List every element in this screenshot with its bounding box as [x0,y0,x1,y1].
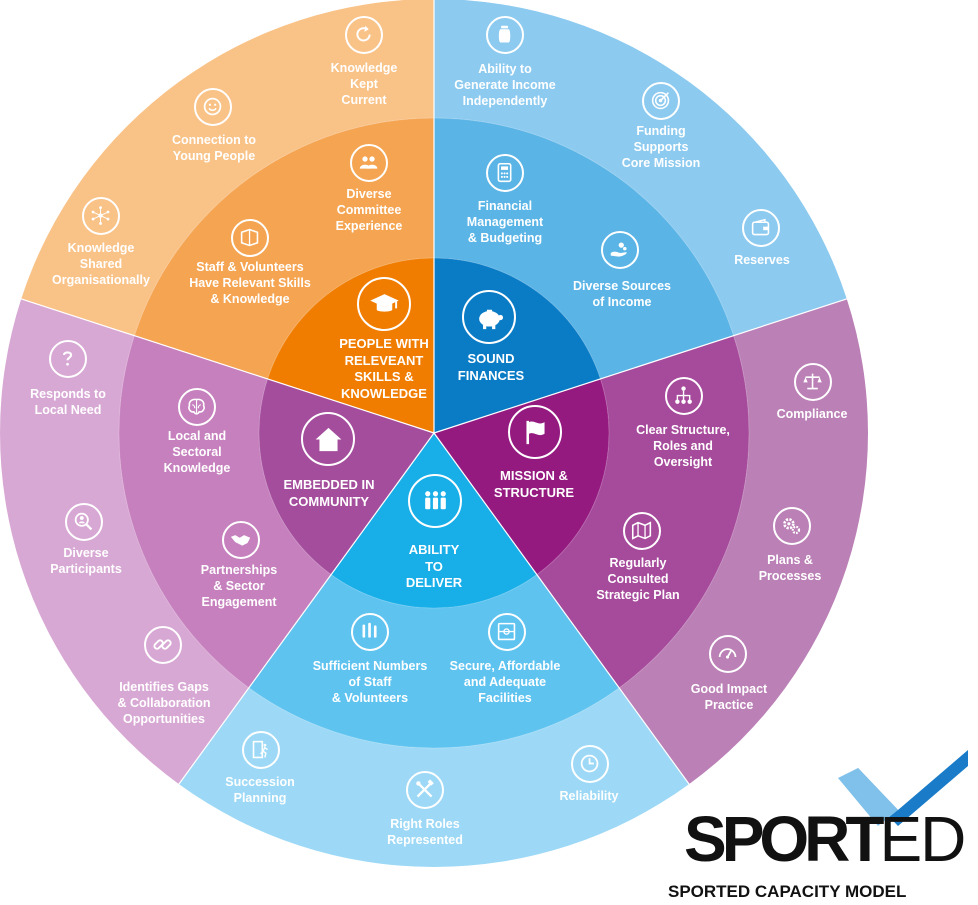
org-chart-icon [665,377,703,415]
logo-text-end: ED [879,803,966,875]
segment-people-outer [434,0,847,336]
divider-line-3 [177,432,435,787]
segment-community-middle [134,118,435,379]
outer-label-0: Knowledge Kept Current [330,61,398,107]
middle-label-6: Sufficient Numbers of Staff & Volunteers [312,659,428,705]
segment-finances-middle [536,335,749,688]
outer-label-14: Responds to Local Need [30,387,106,417]
core-label-community: EMBEDDED IN COMMUNITY [283,477,375,509]
handshake-icon [222,521,260,559]
segment-deliver-outer [0,298,249,785]
middle-label-4: Clear Structure, Roles and Oversight [636,423,730,469]
middle-label-0: Diverse Committee Experience [335,187,403,233]
outer-label-10: Right Roles Represented [387,817,463,847]
smiley-icon [194,88,232,126]
door-exit-icon [242,731,280,769]
outer-label-12: Identifies Gaps & Collaboration Opportun… [117,680,211,726]
refresh-icon [345,16,383,54]
core-label-deliver: ABILITY TO DELIVER [405,542,463,590]
outer-label-9: Reliability [559,789,619,803]
outer-label-1: Connection to Young People [171,133,256,163]
group-icon [408,474,462,528]
scales-icon [794,363,832,401]
outer-label-11: Succession Planning [225,775,295,805]
core-label-mission: MISSION & STRUCTURE [493,468,575,500]
middle-label-3: Diverse Sources of Income [573,279,671,309]
calculator-icon [486,154,524,192]
outer-label-13: Diverse Participants [50,546,122,576]
middle-label-2: Financial Management & Budgeting [466,199,544,245]
middle-label-5: Regularly Consulted Strategic Plan [596,556,680,602]
middle-label-1: Staff & Volunteers Have Relevant Skills … [189,260,311,306]
gauge-icon [709,635,747,673]
middle-label-8: Local and Sectoral Knowledge [163,429,231,475]
check-mark-icon [838,750,968,826]
divider-line-4 [19,297,435,434]
gears-icon [773,507,811,545]
core-label-finances: SOUND FINANCES [457,351,525,383]
ring-edge-1 [118,117,750,749]
jar-icon [486,16,524,54]
segment-deliver-middle [119,335,332,688]
outer-label-3: Ability to Generate Income Independently [454,62,556,108]
clock-icon [571,745,609,783]
outer-label-6: Compliance [776,407,848,421]
sported-logo: SPORTED SPORTED CAPACITY MODEL [668,748,968,901]
logo-wordmark: SPORTED [684,803,966,875]
hands-up-icon [351,613,389,651]
divider-line-1 [433,297,849,434]
middle-label-7: Secure, Affordable and Adequate Faciliti… [449,659,561,705]
outer-label-5: Reserves [734,253,790,267]
flag-icon [508,405,562,459]
outer-label-2: Knowledge Shared Organisationally [52,241,150,287]
ring-edge-0 [258,257,610,609]
piggy-bank-icon [462,290,516,344]
graduation-cap-icon [357,277,411,331]
model-title: SPORTED CAPACITY MODEL [668,882,907,901]
brain-icon [178,388,216,426]
search-person-icon [65,503,103,541]
coins-hand-icon [601,231,639,269]
outer-label-7: Plans & Processes [758,553,822,583]
link-icon [144,626,182,664]
segment-mission-middle [248,574,620,749]
outer-label-8: Good Impact Practice [690,682,768,712]
core-label-people: PEOPLE WITH RELEVEANT SKILLS & KNOWLEDGE [339,336,429,401]
map-icon [623,512,661,550]
people-icon [350,144,388,182]
middle-label-9: Partnerships & Sector Engagement [200,563,278,609]
wallet-icon [742,209,780,247]
house-icon [301,412,355,466]
logo-text-main: SPORT [684,803,884,875]
target-icon [642,82,680,120]
book-icon [231,219,269,257]
pitch-icon [488,613,526,651]
divider-line-2 [433,432,691,787]
segment-finances-core [434,378,609,575]
segment-finances-outer [619,298,869,785]
segment-community-outer [21,0,434,336]
question-icon [49,340,87,378]
tools-icon [406,771,444,809]
network-icon [82,197,120,235]
outer-label-4: Funding Supports Core Mission [621,124,701,170]
